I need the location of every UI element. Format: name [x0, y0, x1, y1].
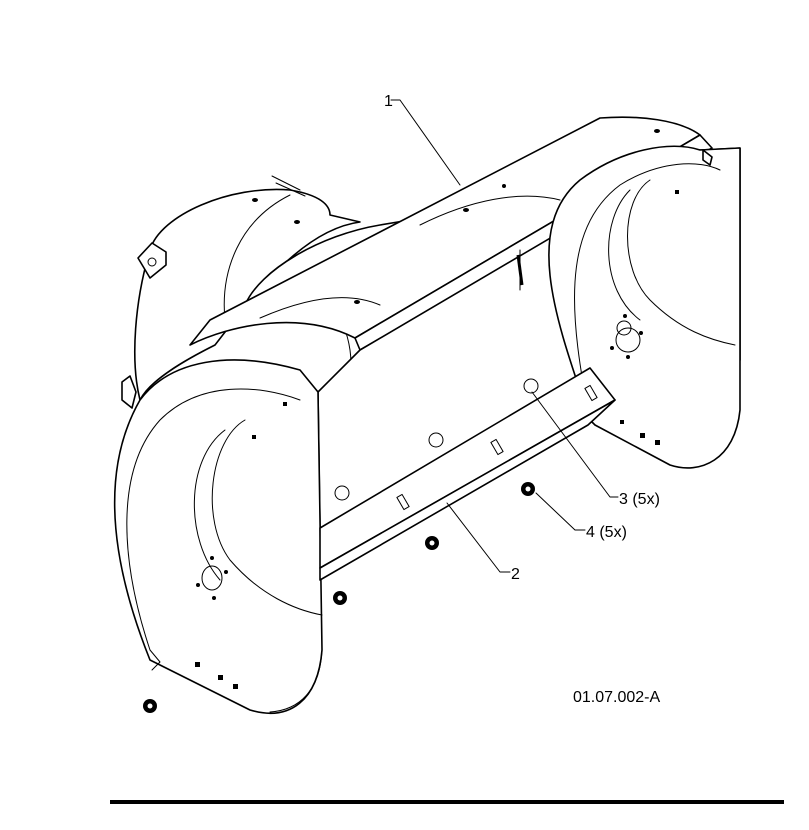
callout-1: 1 [384, 93, 393, 110]
nuts [143, 482, 535, 713]
left-side-panel [113, 359, 323, 714]
callout-3: 3 (5x) [619, 491, 660, 508]
impeller-housing [121, 175, 361, 409]
leader-lines [390, 99, 619, 573]
figure-code: 01.07.002-A [573, 689, 661, 706]
callout-4: 4 (5x) [586, 524, 627, 541]
callout-2: 2 [511, 566, 520, 583]
scraper-bar [319, 367, 616, 581]
